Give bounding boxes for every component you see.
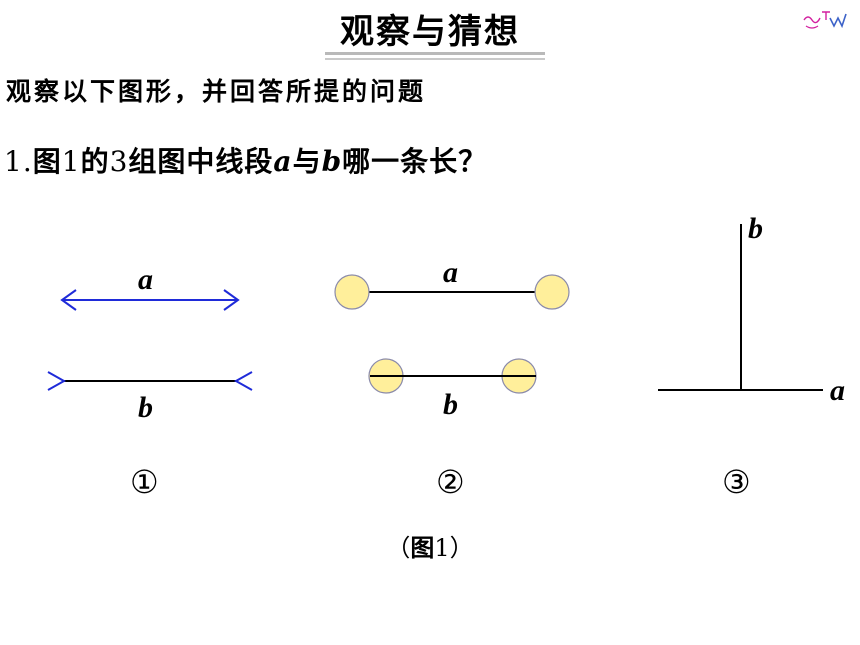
figure-1-label-b: b bbox=[138, 391, 153, 424]
figure-3: b a ③ bbox=[658, 212, 845, 501]
figure-2-label-a: a bbox=[443, 256, 458, 289]
figure-2-label-b: b bbox=[443, 388, 458, 421]
question-mark: ？ bbox=[458, 145, 488, 178]
figure-2-circle-a-right bbox=[534, 274, 570, 310]
figure-1-fin-left bbox=[47, 371, 67, 391]
figure-3-label-b: b bbox=[748, 212, 763, 245]
figure-2-circle-a-left bbox=[334, 274, 370, 310]
figure-1-arrowhead-right bbox=[223, 289, 240, 311]
question-segment-a: a bbox=[273, 145, 293, 178]
question-text-part: 的 bbox=[80, 145, 110, 178]
caption-text: 图 bbox=[410, 534, 435, 562]
question-fig-number: 1 bbox=[61, 145, 81, 178]
page-title: 观察与猜想 bbox=[340, 12, 520, 52]
title-underline bbox=[325, 52, 545, 55]
caption-close-paren: ） bbox=[449, 534, 474, 562]
question-number: 1. bbox=[4, 145, 33, 178]
figure-2-number: ② bbox=[436, 463, 465, 501]
question-group-count: 3 bbox=[109, 145, 129, 178]
figure-3-label-a: a bbox=[830, 374, 845, 407]
figure-1-label-a: a bbox=[138, 263, 153, 296]
question-text-part: 与 bbox=[292, 145, 322, 178]
question-line: 1.图1的3组图中线段a与b哪一条长？ bbox=[4, 140, 487, 180]
caption-number: 1 bbox=[434, 534, 450, 562]
figure-1-number: ① bbox=[130, 463, 159, 501]
instruction-text: 观察以下图形，并回答所提的问题 bbox=[6, 77, 427, 106]
logo-icon bbox=[803, 11, 847, 29]
figure-1-arrowhead-left bbox=[60, 289, 77, 311]
question-segment-b: b bbox=[321, 145, 343, 178]
title-underline-secondary bbox=[325, 58, 545, 60]
question-text-part: 哪一条长 bbox=[342, 145, 459, 178]
figure-1: a b ① bbox=[47, 263, 253, 501]
question-text-part: 组图中线段 bbox=[128, 145, 274, 178]
figure-caption: （图1） bbox=[0, 528, 860, 563]
caption-open-paren: （ bbox=[386, 534, 411, 562]
question-text-part: 图 bbox=[32, 145, 62, 178]
figure-3-number: ③ bbox=[722, 463, 751, 501]
figure-1-fin-right bbox=[233, 371, 253, 391]
figure-2: a b ② bbox=[334, 256, 570, 501]
